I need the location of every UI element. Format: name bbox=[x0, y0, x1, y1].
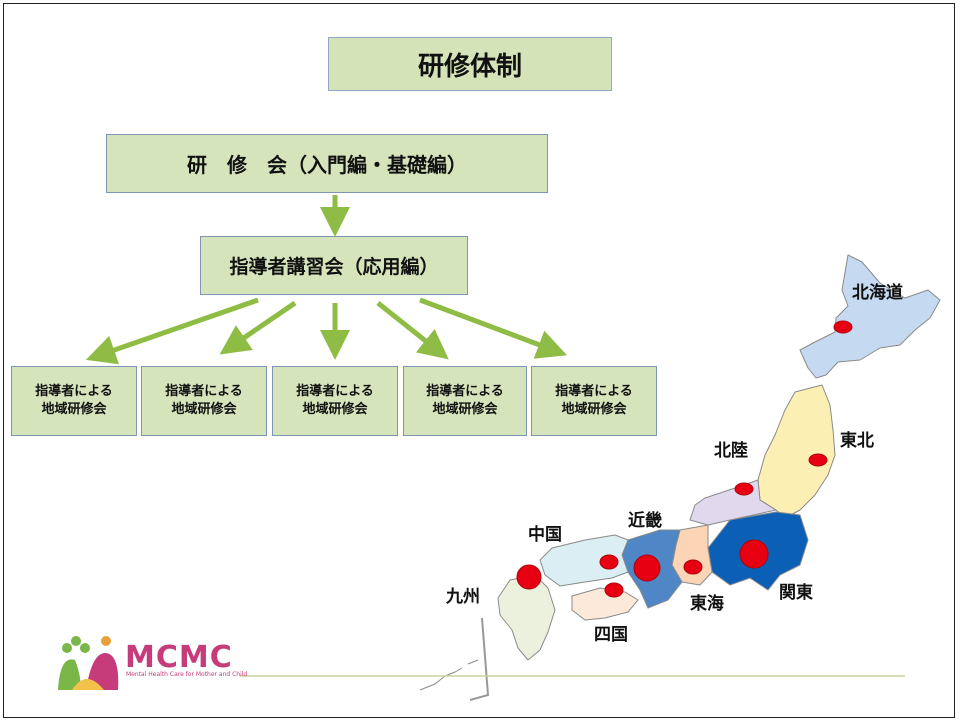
dot-kanto bbox=[739, 539, 769, 569]
dot-hokkaido bbox=[833, 320, 853, 334]
region-kyushu bbox=[497, 574, 556, 661]
instructor-course-box: 指導者講習会（応用編） bbox=[200, 236, 468, 295]
dot-kinki bbox=[633, 554, 661, 582]
label-hokkaido: 北海道 bbox=[852, 283, 903, 303]
arrow-local-5 bbox=[419, 297, 568, 359]
okinawa-separator bbox=[469, 617, 490, 701]
region-shikoku bbox=[571, 587, 639, 621]
label-tokai: 東海 bbox=[690, 594, 724, 614]
region-okinawa bbox=[419, 659, 479, 691]
training-seminar-box: 研 修 会（入門編・基礎編） bbox=[106, 134, 548, 193]
label-kanto: 関東 bbox=[779, 583, 813, 603]
location-dots bbox=[516, 320, 853, 598]
dot-chugoku bbox=[599, 554, 619, 570]
slide-frame bbox=[3, 3, 955, 718]
label-kyushu: 九州 bbox=[446, 587, 480, 607]
local-meeting-box-2: 指導者による 地域研修会 bbox=[141, 366, 267, 436]
dot-tokai bbox=[683, 559, 703, 575]
local-meeting-box-5: 指導者による 地域研修会 bbox=[531, 366, 657, 436]
local-meeting-box-1: 指導者による 地域研修会 bbox=[11, 366, 137, 436]
logo-leaf bbox=[62, 643, 72, 653]
dot-shikoku bbox=[604, 582, 624, 598]
dot-kyushu bbox=[516, 564, 542, 590]
mcmc-logo-mark bbox=[58, 636, 119, 690]
arrow-local-4 bbox=[376, 301, 449, 360]
flow-arrows bbox=[85, 195, 568, 365]
local-meeting-box-3: 指導者による 地域研修会 bbox=[272, 366, 398, 436]
dot-tohoku bbox=[808, 453, 828, 467]
local-meeting-box-4: 指導者による 地域研修会 bbox=[403, 366, 527, 436]
label-hokuriku: 北陸 bbox=[714, 441, 748, 461]
logo-tagline: Mental Health Care for Mother and Child bbox=[126, 671, 248, 678]
label-chugoku: 中国 bbox=[528, 525, 562, 545]
label-shikoku: 四国 bbox=[594, 625, 628, 645]
region-chugoku bbox=[539, 534, 629, 587]
region-hokkaido bbox=[799, 254, 941, 379]
arrow-local-1 bbox=[85, 297, 259, 365]
page-title: 研修体制 bbox=[328, 37, 612, 91]
logo-wordmark: MCMC bbox=[125, 640, 233, 675]
region-tohoku bbox=[757, 384, 836, 519]
arrow-local-2 bbox=[219, 300, 297, 355]
label-tohoku: 東北 bbox=[840, 431, 874, 451]
dot-hokuriku bbox=[734, 482, 754, 496]
japan-map bbox=[419, 254, 941, 691]
label-kinki: 近畿 bbox=[628, 511, 662, 531]
